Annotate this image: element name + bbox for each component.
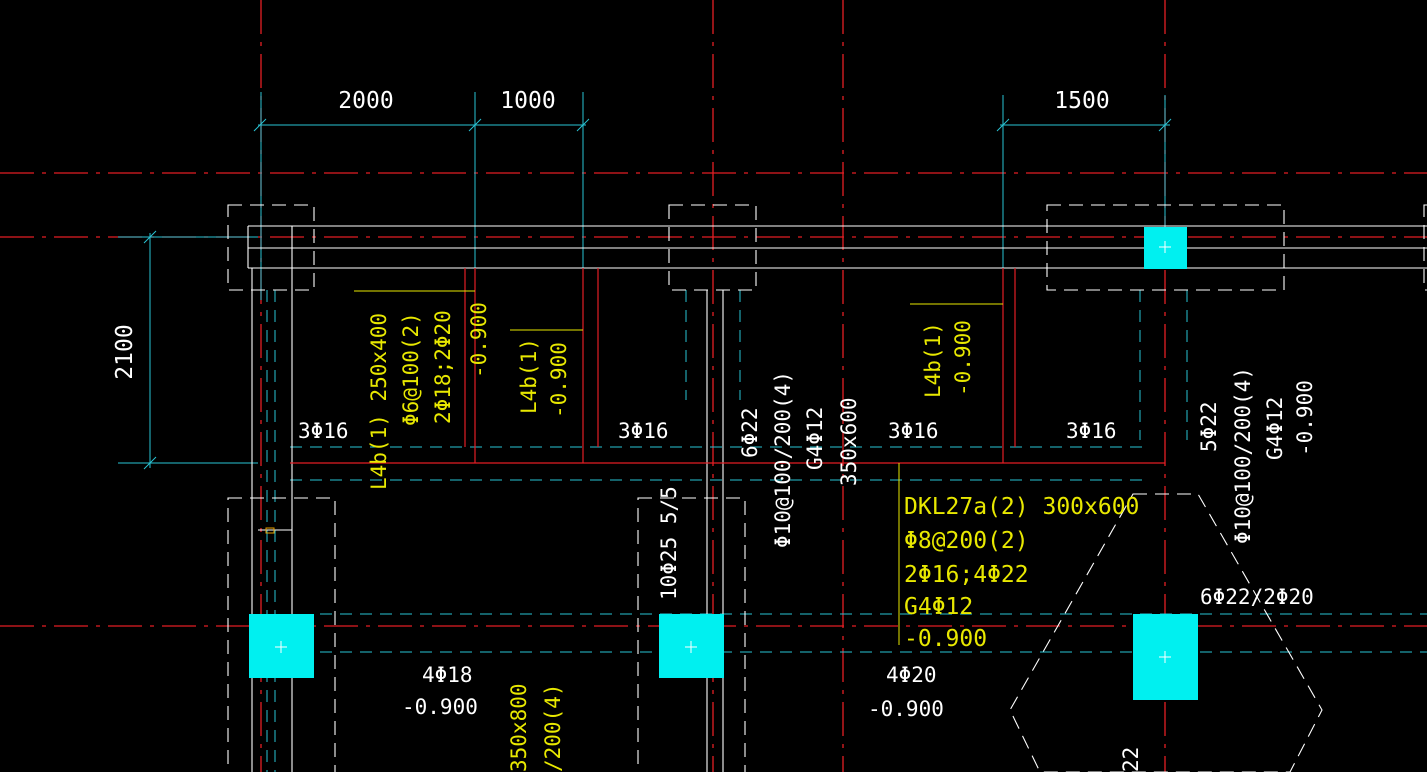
column-outlines: [227, 204, 1427, 772]
bottom-labels: 350x800 /200(4): [507, 683, 565, 772]
beam-l4b-left-line1: L4b(1) 250x400: [367, 313, 391, 490]
column-outline-a-bottom: [227, 497, 336, 772]
beam-l4b-mid-line2: -0.900: [547, 342, 571, 418]
dim-2100: 2100: [112, 324, 138, 379]
hidden-beam-edges: [266, 290, 1427, 772]
dimension-lines: [118, 92, 1172, 470]
rebar-4phi20: 4Φ20: [886, 663, 937, 687]
rebar-3phi16-b: 3Φ16: [618, 419, 669, 443]
small-marker: [265, 527, 275, 534]
column-outline-right-edge: [1423, 204, 1427, 291]
elevation-mid: -0.900: [868, 697, 944, 721]
right-beam-line2: Φ10@100/200(4): [1231, 367, 1255, 544]
beam-l4b-right-line1: L4b(1): [921, 322, 945, 398]
rebar-3phi16-c: 3Φ16: [888, 419, 939, 443]
beam-l4b-left-line4: -0.900: [467, 302, 491, 378]
dim-1000: 1000: [500, 88, 555, 114]
beam-l4b-right-line2: -0.900: [951, 320, 975, 396]
pile-cap-rebar: 6Φ22/2Φ20: [1200, 585, 1314, 609]
rebar-3phi16-a: 3Φ16: [298, 419, 349, 443]
leader-lines: [354, 290, 1003, 645]
bottom-partial-text: 22: [1119, 747, 1143, 772]
mid-beam-line4: 350x600: [837, 397, 861, 486]
right-beam-line4: -0.900: [1293, 380, 1317, 456]
bottom-beam-line1: 350x800: [507, 683, 531, 772]
beam-labels: L4b(1) 250x400 Φ6@100(2) 2Φ18;2Φ20 -0.90…: [367, 302, 975, 490]
column-outline-d-top: [1046, 204, 1285, 291]
beam-l4b-left-line2: Φ6@100(2): [399, 312, 423, 426]
beam-dkl27a-line3: 2Φ16;4Φ22: [904, 562, 1029, 588]
right-beam-line1: 5Φ22: [1197, 401, 1221, 452]
mid-beam-line1: 6Φ22: [738, 407, 762, 458]
dimension-texts: 2000 1000 1500 2100: [112, 88, 1110, 380]
elevation-left: -0.900: [402, 695, 478, 719]
beam-edges: [247, 225, 1427, 772]
beam-label-dkl27a: DKL27a(2) 300x600 Φ8@200(2) 2Φ16;4Φ22 G4…: [904, 494, 1139, 652]
column-outline-b-bottom: [637, 497, 746, 772]
beam-dkl27a-line2: Φ8@200(2): [904, 528, 1029, 554]
column-outline-a-top: [227, 204, 315, 291]
mid-beam-line3: G4Φ12: [803, 407, 827, 470]
right-beam-line3: G4Φ12: [1263, 397, 1287, 460]
rebar-labels: 3Φ16 3Φ16 3Φ16 3Φ16 6Φ22 Φ10@100/200(4) …: [298, 367, 1317, 721]
beam-l4b-mid-line1: L4b(1): [517, 338, 541, 414]
dim-1500: 1500: [1054, 88, 1109, 114]
rebar-4phi18: 4Φ18: [422, 663, 473, 687]
mid-beam-line2: Φ10@100/200(4): [771, 371, 795, 548]
bottom-beam-line2: /200(4): [541, 683, 565, 772]
rebar-3phi16-d: 3Φ16: [1066, 419, 1117, 443]
beam-dkl27a-line1: DKL27a(2) 300x600: [904, 494, 1139, 520]
beam-l4b-left-line3: 2Φ18;2Φ20: [431, 310, 455, 424]
column-center-marks: [275, 241, 1171, 663]
dim-2000: 2000: [338, 88, 393, 114]
beam-dkl27a-line4: G4Φ12: [904, 594, 973, 620]
beam-dkl27a-line5: -0.900: [904, 626, 987, 652]
beam-rebar-lines: [290, 268, 1165, 464]
bottom-partial-label: 22: [1119, 747, 1143, 772]
column-10phi25: 10Φ25 5/5: [657, 486, 681, 600]
